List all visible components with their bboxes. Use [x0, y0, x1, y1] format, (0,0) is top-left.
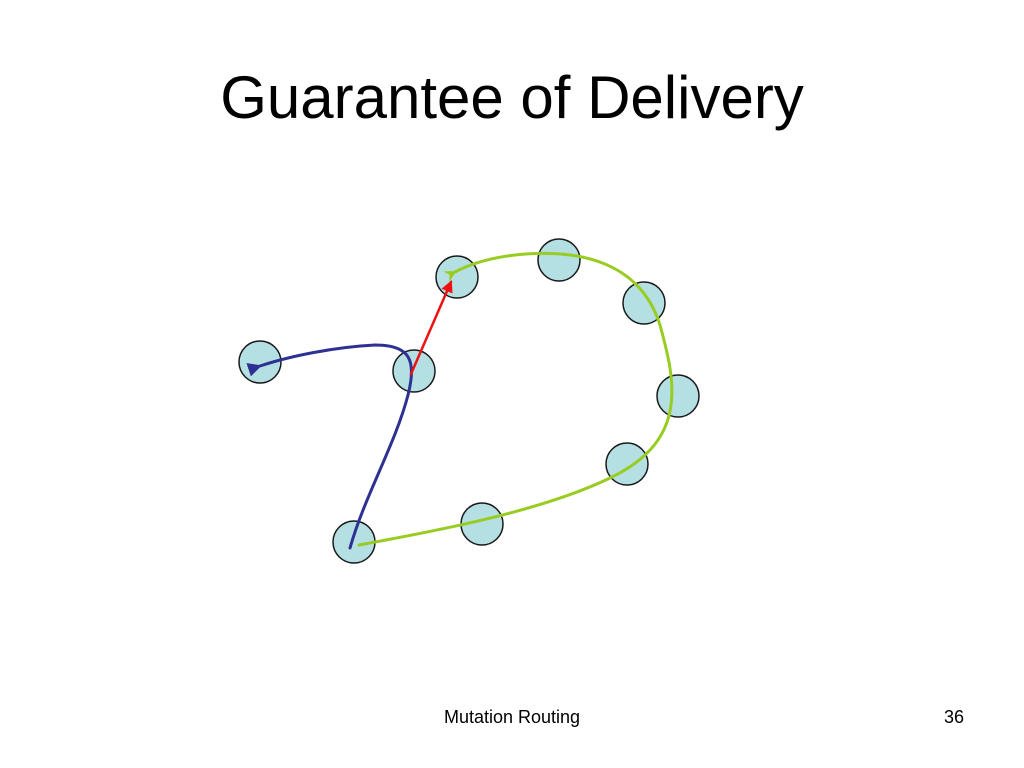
red-arrow	[409, 280, 453, 376]
page-number: 36	[943, 707, 964, 727]
node-center	[392, 349, 436, 393]
node-right	[656, 374, 700, 418]
node-bottom-right	[605, 442, 649, 486]
blue-path	[246, 343, 413, 550]
green-path	[357, 251, 674, 547]
footer-text: Mutation Routing	[443, 707, 581, 727]
node-top	[537, 238, 581, 282]
node-top-left	[435, 255, 479, 299]
node-group	[238, 238, 700, 564]
slide-title: Guarantee of Delivery	[220, 64, 804, 131]
